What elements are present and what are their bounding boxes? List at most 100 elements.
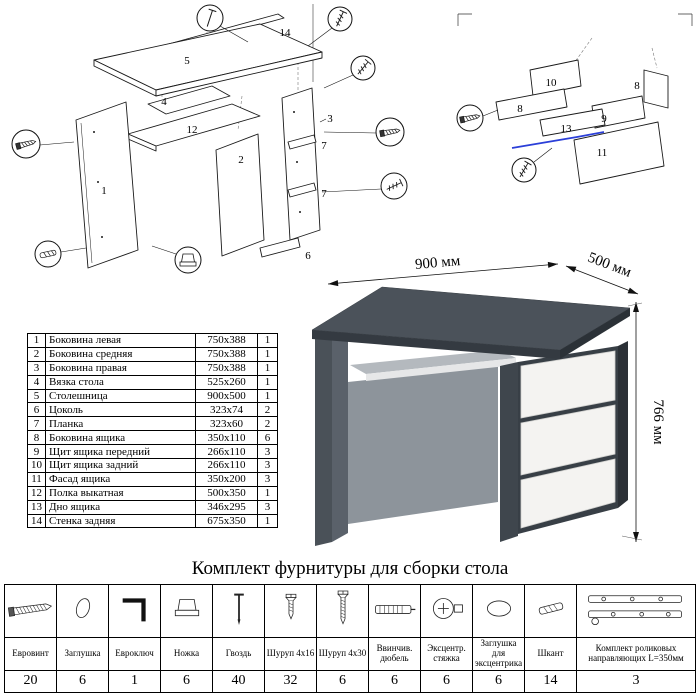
- euro-screw-callout: [456, 104, 499, 132]
- drawer-unit-side: [500, 362, 518, 542]
- screw-callout-right-upper: [323, 55, 376, 89]
- part-number: 5: [27, 388, 46, 404]
- leg-icon: [160, 584, 213, 638]
- part-tie-4: [147, 85, 231, 115]
- part-name: Стенка задняя: [45, 513, 196, 529]
- part-qty: 2: [257, 416, 278, 432]
- part-size: 500x350: [195, 485, 258, 501]
- hardware-item-qty: 1: [108, 669, 161, 693]
- part-label: 13: [561, 123, 573, 135]
- part-qty: 1: [257, 388, 278, 404]
- desk-keyboard-tray[interactable]: [350, 350, 516, 374]
- leg-callout: [151, 245, 202, 274]
- part-size: 350x110: [195, 430, 258, 446]
- parts-table-row: 9 Щит ящика передний 266x110 3: [27, 444, 278, 460]
- screw-short-icon: [264, 584, 317, 638]
- parts-table-row: 14 Стенка задняя 675x350 1: [27, 513, 278, 529]
- parts-table: 1 Боковина левая 750x388 1 2 Боковина ср…: [27, 333, 278, 529]
- part-label: 1: [101, 185, 107, 197]
- hardware-item-name: Шуруп 4х30: [316, 637, 369, 671]
- part-qty: 2: [257, 402, 278, 418]
- fastener-callouts: [456, 104, 553, 183]
- hardware-item-qty: 6: [472, 669, 525, 693]
- hardware-item-qty: 6: [420, 669, 473, 693]
- part-size: 266x110: [195, 444, 258, 460]
- part-qty: 1: [257, 360, 278, 376]
- hardware-item-name: Заглушка для эксцентрика: [472, 637, 525, 671]
- part-drawer-bottom-13: [539, 108, 606, 137]
- hex-key-icon: [108, 584, 161, 638]
- part-number: 9: [27, 444, 46, 460]
- part-qty: 1: [257, 513, 278, 529]
- hardware-item-qty: 3: [576, 669, 696, 693]
- part-qty: 3: [257, 471, 278, 487]
- screw-callout: [511, 147, 553, 183]
- parts-table-row: 11 Фасад ящика 350x200 3: [27, 471, 278, 487]
- euro-screw-icon: [4, 584, 57, 638]
- part-size: 350x200: [195, 471, 258, 487]
- desk-exploded-diagram: 14 5 4 12 1 2 3 7 7 6: [11, 4, 408, 274]
- roller-guide-highlight: [511, 131, 605, 149]
- part-number: 6: [27, 402, 46, 418]
- parts-table-row: 2 Боковина средняя 750x388 1: [27, 346, 278, 362]
- part-label: 11: [597, 147, 608, 159]
- part-name: Планка: [45, 416, 196, 432]
- cam-lock-icon: [420, 584, 473, 638]
- part-label: 2: [238, 154, 244, 166]
- part-label: 7: [321, 188, 327, 200]
- part-size: 266x110: [195, 458, 258, 473]
- parts-table-row: 1 Боковина левая 750x388 1: [27, 333, 278, 348]
- part-tabletop-front-edge: [155, 51, 323, 97]
- parts-table-row: 7 Планка 323x60 2: [27, 416, 278, 432]
- part-size: 675x350: [195, 513, 258, 529]
- part-size: 750x388: [195, 333, 258, 348]
- width-dimension-label: 900 мм: [414, 253, 461, 273]
- drawer-front-top[interactable]: [520, 350, 616, 419]
- part-name: Столешница: [45, 388, 196, 404]
- part-drawer-side-8-left: [495, 88, 568, 121]
- part-name: Щит ящика передний: [45, 444, 196, 460]
- part-name: Боковина левая: [45, 333, 196, 348]
- hardware-item-name: Гвоздь: [212, 637, 265, 671]
- drawer-front-bottom[interactable]: [520, 458, 616, 529]
- part-left-side-1: [75, 101, 139, 269]
- hardware-item-name: Эксцентр. стяжка: [420, 637, 473, 671]
- part-qty: 3: [257, 499, 278, 515]
- desk-left-panel-face: [332, 329, 348, 542]
- euro-screw-callout-right: [323, 117, 405, 147]
- part-name: Боковина средняя: [45, 346, 196, 362]
- drawer-unit-right-edge: [618, 341, 628, 508]
- desk-back-panel: [348, 366, 498, 524]
- part-label: 7: [321, 140, 327, 152]
- part-number: 1: [27, 333, 46, 348]
- part-name: Цоколь: [45, 402, 196, 418]
- drawer-exploded-diagram: 10 8 8 9 13 11: [456, 13, 693, 185]
- desk-top-front-edge: [312, 330, 560, 359]
- part-number: 8: [27, 430, 46, 446]
- hardware-kit-title: Комплект фурнитуры для сборки стола: [191, 558, 509, 579]
- part-plinth-6: [259, 237, 301, 258]
- part-size: 900x500: [195, 388, 258, 404]
- parts-table-row: 6 Цоколь 323x74 2: [27, 402, 278, 418]
- hardware-item-qty: 40: [212, 669, 265, 693]
- drawer-front-middle[interactable]: [520, 404, 616, 476]
- part-drawer-back-10: [529, 59, 582, 97]
- pilot-holes: [93, 111, 301, 238]
- plug-icon: [56, 584, 109, 638]
- hardware-item-qty: 6: [316, 669, 369, 693]
- hardware-icon-row: [4, 584, 696, 638]
- part-name: Щит ящика задний: [45, 458, 196, 473]
- part-qty: 3: [257, 458, 278, 473]
- hardware-item-qty: 14: [524, 669, 577, 693]
- desk-keyboard-tray-edge[interactable]: [366, 358, 516, 381]
- screw-callout-right-lower: [321, 172, 408, 200]
- part-number: 11: [27, 471, 46, 487]
- euro-screw-callout: [11, 129, 75, 159]
- part-size: 346x295: [195, 499, 258, 515]
- part-number: 3: [27, 360, 46, 376]
- part-name: Вязка стола: [45, 374, 196, 390]
- part-qty: 6: [257, 430, 278, 446]
- hardware-item-name: Заглушка: [56, 637, 109, 671]
